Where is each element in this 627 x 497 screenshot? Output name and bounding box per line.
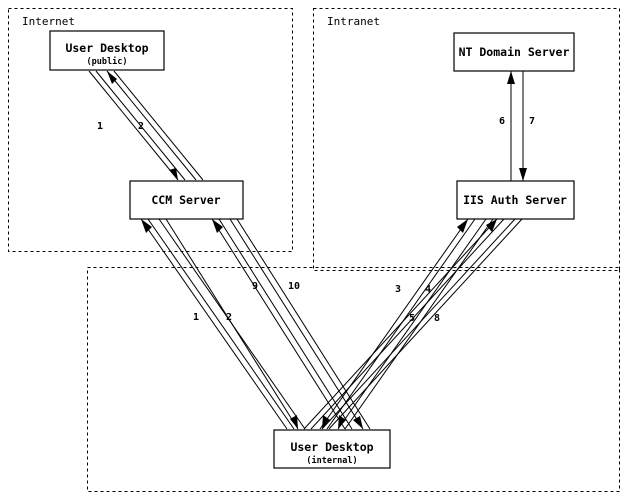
arrowhead-flow-1-public [169, 168, 178, 180]
flow-label-2-internal: 2 [226, 312, 232, 323]
flow-label-6: 6 [499, 116, 505, 127]
arrowhead-flow-5 [486, 219, 497, 232]
flow-label-5: 5 [409, 313, 415, 324]
flow-path-5 [303, 218, 505, 430]
flow-path-2-internal [158, 218, 306, 430]
node-subtitle-user-desktop-internal: (internal) [306, 455, 357, 466]
arrowhead-flow-1-internal [141, 219, 152, 233]
flow-label-1-public: 1 [97, 121, 103, 132]
arrowhead-flow-7 [519, 168, 527, 181]
flow-path-6 [507, 71, 515, 181]
arrowhead-flow-10 [353, 416, 363, 429]
flow-path-2-public [106, 70, 204, 181]
node-user-desktop-internal[interactable]: User Desktop (internal) [273, 429, 391, 469]
arrowhead-flow-4 [338, 415, 346, 429]
flow-path-1-public [88, 70, 186, 181]
arrowhead-flow-6 [507, 71, 515, 84]
zone-group [8, 8, 620, 492]
node-iis-auth-server[interactable]: IIS Auth Server [456, 180, 575, 220]
flow-path-10 [229, 218, 371, 430]
arrowhead-flow-2-public [107, 71, 117, 84]
zone-internal-boundary [87, 267, 620, 492]
node-ccm-server[interactable]: CCM Server [129, 180, 244, 220]
arrowhead-flow-9 [212, 219, 223, 233]
node-title-user-desktop-internal: User Desktop [290, 440, 373, 454]
flow-label-10: 10 [288, 281, 300, 292]
node-title-iis-auth-server: IIS Auth Server [463, 193, 567, 207]
flow-path-8 [321, 218, 523, 430]
flow-label-9: 9 [252, 281, 258, 292]
flow-label-4: 4 [425, 284, 431, 295]
flow-path-9 [211, 218, 353, 430]
node-nt-domain-server[interactable]: NT Domain Server [453, 32, 575, 72]
zone-label-internet: Internet [22, 15, 75, 28]
zone-intranet-boundary [313, 8, 620, 271]
flow-label-8: 8 [434, 313, 440, 324]
node-title-ccm-server: CCM Server [151, 193, 220, 207]
zone-internet-boundary [8, 8, 293, 252]
node-user-desktop-public[interactable]: User Desktop (public) [49, 30, 165, 71]
node-title-nt-domain-server: NT Domain Server [459, 45, 570, 59]
flow-path-7 [519, 71, 527, 181]
flow-path-1-internal [140, 218, 295, 430]
node-subtitle-user-desktop-public: (public) [87, 56, 128, 67]
flow-label-2-public: 2 [138, 121, 144, 132]
arrowhead-flow-8 [322, 415, 330, 429]
zone-label-intranet: Intranet [327, 15, 380, 28]
flow-label-group: 1 2 6 7 9 10 1 2 3 4 5 8 [97, 116, 535, 324]
flow-label-3: 3 [395, 284, 401, 295]
arrowhead-flow-2-internal [290, 415, 298, 429]
arrowhead-flow-3 [457, 219, 468, 233]
flow-path-4 [337, 218, 494, 430]
flow-label-1-internal: 1 [193, 312, 199, 323]
flow-label-7: 7 [529, 116, 535, 127]
node-title-user-desktop-public: User Desktop [65, 41, 148, 55]
